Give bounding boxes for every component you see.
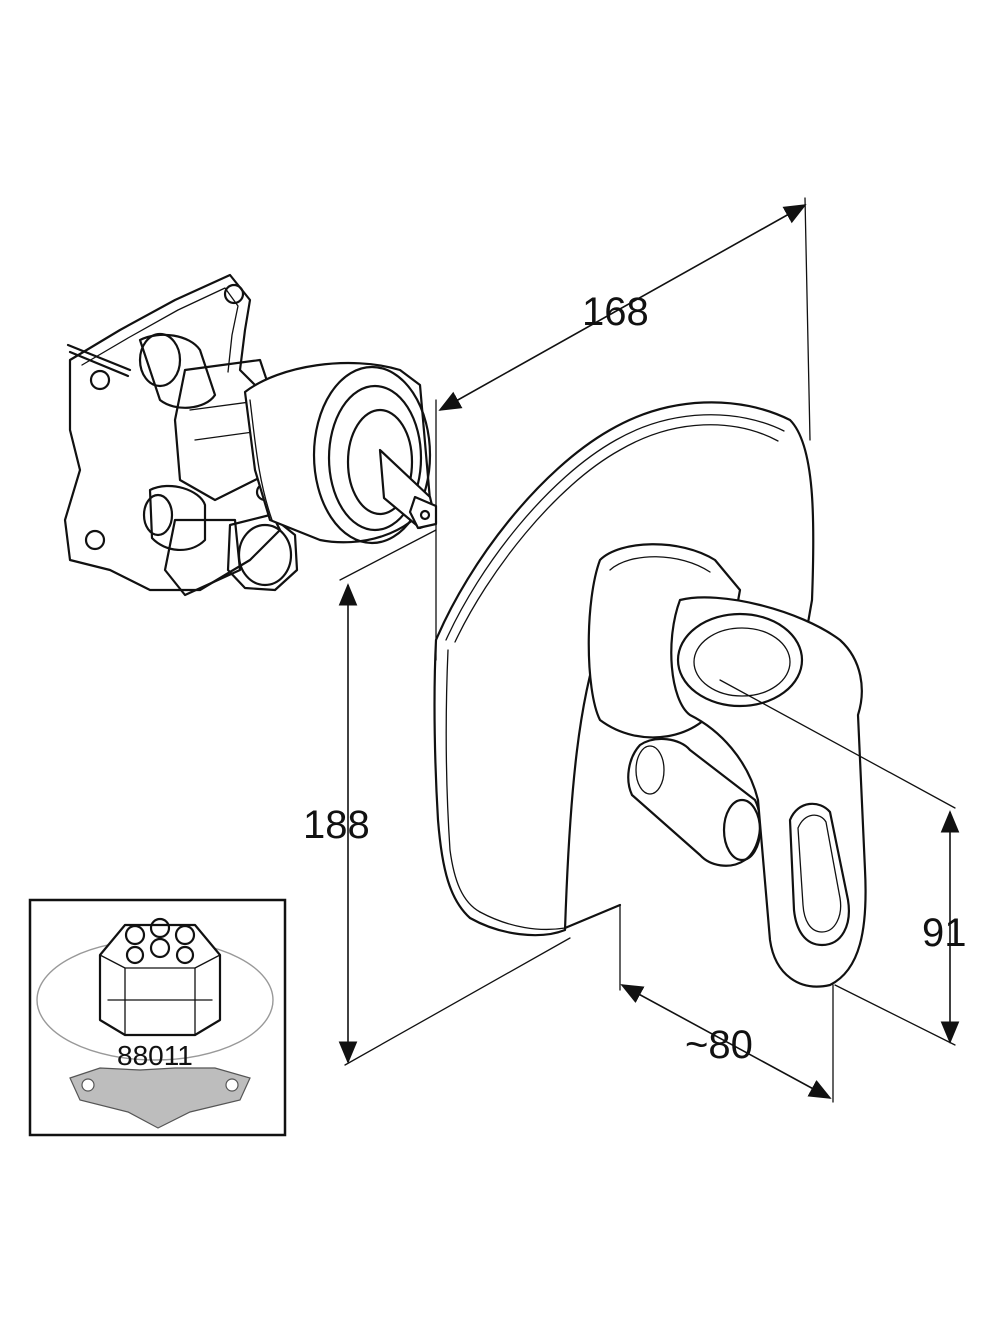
dim-projection-label: 91 — [922, 911, 967, 955]
rough-in-valve-body — [63, 273, 438, 597]
dim-height-label: 188 — [303, 803, 370, 847]
dim-width-label: 168 — [582, 290, 649, 334]
dimension-188: 188 — [303, 529, 571, 1066]
inset-part-number: 88011 — [117, 1040, 193, 1071]
inset-box: 88011 — [28, 898, 287, 1137]
escutcheon-plate — [433, 401, 815, 937]
dim-depth-label: ~80 — [685, 1023, 753, 1067]
lever-handle — [587, 543, 867, 988]
dimension-168: 168 — [435, 197, 811, 661]
dimension-91: 91 — [719, 679, 967, 1046]
dimension-80: ~80 — [619, 904, 834, 1103]
